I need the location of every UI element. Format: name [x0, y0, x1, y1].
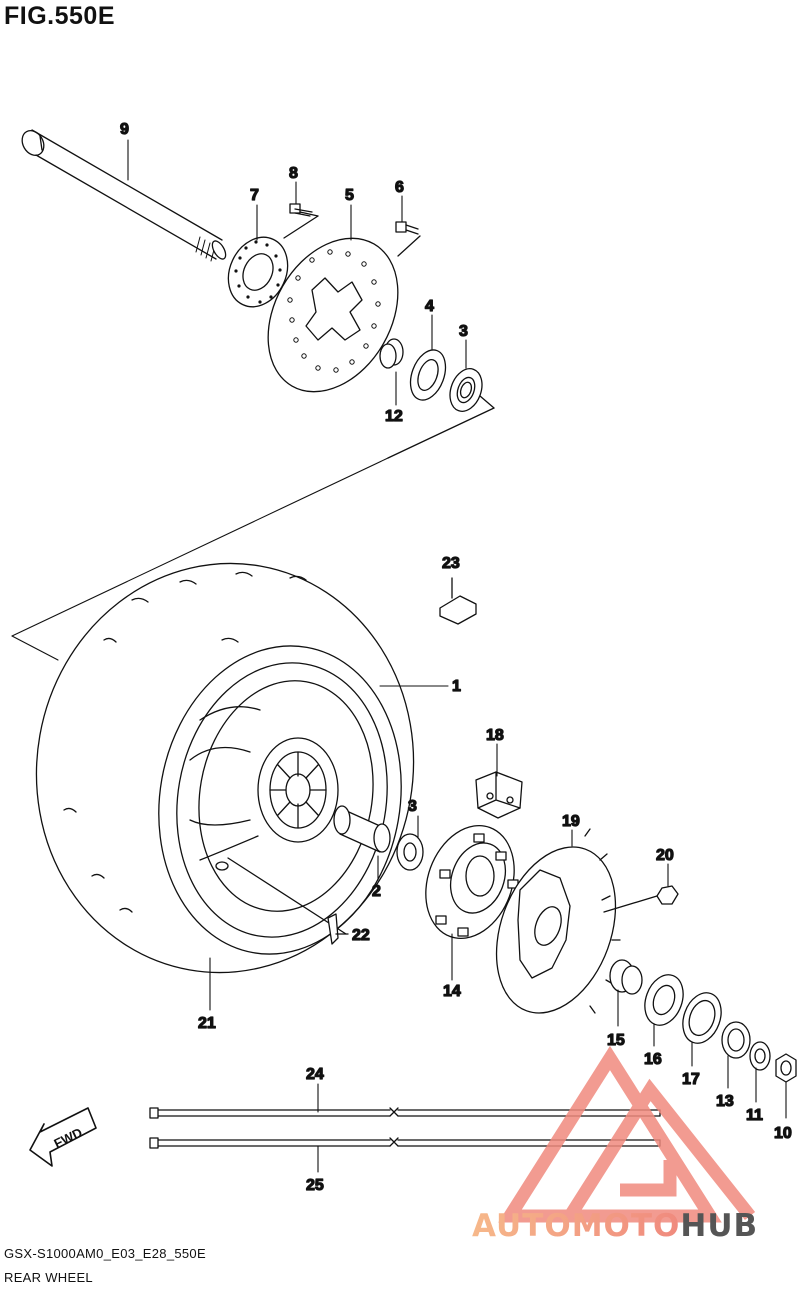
callout-24: 24 [306, 1066, 324, 1083]
axle-shaft [21, 129, 227, 262]
callout-8: 8 [289, 165, 298, 182]
nut-20 [603, 885, 679, 913]
callout-4: 4 [425, 298, 434, 315]
bolt-8 [283, 203, 319, 239]
callout-5: 5 [345, 187, 354, 204]
figure-title: FIG.550E [4, 2, 115, 30]
oil-seal-17 [682, 992, 722, 1044]
valve-area [215, 857, 347, 935]
callout-2: 2 [372, 883, 381, 900]
balancer-23 [439, 577, 477, 625]
callout-23: 23 [442, 555, 460, 572]
spacer-15 [609, 959, 643, 995]
spacer-13 [721, 1021, 751, 1059]
watermark-text-part1: AUTOMOTO [472, 1208, 681, 1244]
tire [35, 562, 415, 974]
callout-3-lower: 3 [408, 798, 417, 815]
callout-22: 22 [352, 927, 370, 944]
bearing-16 [644, 974, 684, 1026]
callout-7: 7 [250, 187, 259, 204]
callout-15: 15 [607, 1032, 625, 1049]
footer-code: GSX-S1000AM0_E03_E28_550E [4, 1246, 206, 1261]
callout-19: 19 [562, 813, 580, 830]
sprocket-19 [495, 828, 621, 1014]
callout-21: 21 [198, 1015, 216, 1032]
washer-11 [749, 1041, 771, 1071]
callout-12: 12 [385, 408, 403, 425]
wheel-rim [176, 662, 388, 938]
brake-disc [267, 237, 399, 393]
callout-9: 9 [120, 121, 129, 138]
oil-seal-4 [409, 349, 447, 401]
bearing-3-upper [449, 368, 483, 412]
footer-name: REAR WHEEL [4, 1270, 93, 1285]
callout-6: 6 [395, 179, 404, 196]
callout-13: 13 [716, 1093, 734, 1110]
bolt-6 [395, 221, 421, 257]
callout-labels: 9 7 8 5 6 4 3 12 23 1 18 3 19 20 2 22 14… [119, 120, 792, 1194]
leader-lines [127, 139, 787, 1173]
fwd-badge: FWD [29, 1107, 97, 1167]
callout-14: 14 [443, 983, 461, 1000]
watermark-logo [498, 1045, 756, 1223]
callout-18: 18 [486, 727, 504, 744]
spacer-12 [379, 338, 404, 369]
callout-11: 11 [746, 1107, 763, 1124]
callout-16: 16 [644, 1051, 662, 1068]
nut-10 [775, 1053, 797, 1083]
collar-2 [333, 805, 391, 853]
callout-1: 1 [452, 678, 461, 695]
callout-25: 25 [306, 1177, 324, 1194]
watermark-text-part2: HUB [680, 1208, 759, 1244]
bracket-18 [475, 771, 523, 819]
watermark-text: AUTOMOTOHUB [472, 1208, 758, 1244]
sprocket-drum [425, 824, 519, 940]
bearing-3-lower [396, 833, 424, 871]
callout-20: 20 [656, 847, 674, 864]
callout-3-upper: 3 [459, 323, 468, 340]
valve-22 [327, 913, 349, 945]
callout-10: 10 [774, 1125, 792, 1142]
callout-17: 17 [682, 1071, 700, 1088]
